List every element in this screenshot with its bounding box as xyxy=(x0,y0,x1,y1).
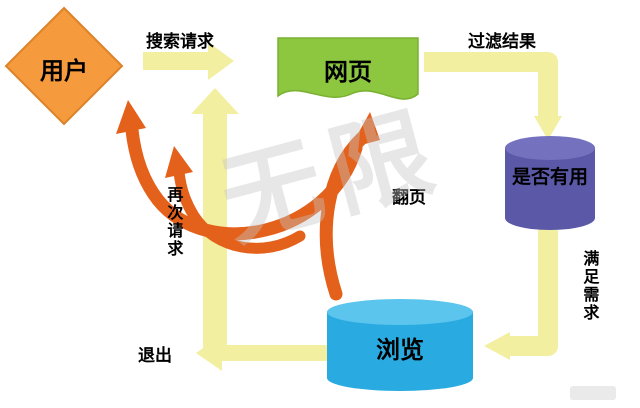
arrowhead-return-to-user-inner xyxy=(165,146,193,178)
node-webpage-shape xyxy=(277,37,419,100)
filter-results-label: 过滤结果 xyxy=(468,32,536,52)
satisfy-needs-label: 满足需求 xyxy=(580,250,600,322)
arrow-request-again xyxy=(191,88,239,352)
arrow-exit xyxy=(196,335,330,371)
arrowhead-return-to-user-outer xyxy=(116,100,146,134)
node-browse-top xyxy=(327,299,473,325)
arrowhead-page-turn xyxy=(350,112,380,148)
arrowhead-filter-results xyxy=(534,116,562,140)
corner-watermark xyxy=(570,386,616,400)
arrow-filter-results xyxy=(424,52,558,118)
arrow-search-request xyxy=(143,42,234,80)
webpage-node-label: 网页 xyxy=(324,58,372,86)
node-browse-bottom xyxy=(327,365,473,391)
arrowhead-satisfy-needs xyxy=(484,332,510,360)
arrow-return-to-user-inner xyxy=(173,166,306,254)
search-request-label: 搜索请求 xyxy=(146,32,214,52)
arrow-satisfy-needs xyxy=(508,226,558,356)
node-user-shape xyxy=(4,6,124,126)
arrow-page-turn xyxy=(319,131,369,301)
useful-node-label: 是否有用 xyxy=(511,166,588,188)
user-node-label: 用户 xyxy=(40,57,88,85)
request-again-label: 再次请求 xyxy=(164,186,184,258)
node-useful-top xyxy=(505,136,595,160)
page-turn-label: 翻页 xyxy=(392,188,426,208)
node-useful-bottom xyxy=(505,206,595,230)
exit-label: 退出 xyxy=(138,346,172,366)
browse-node-label: 浏览 xyxy=(376,336,424,364)
